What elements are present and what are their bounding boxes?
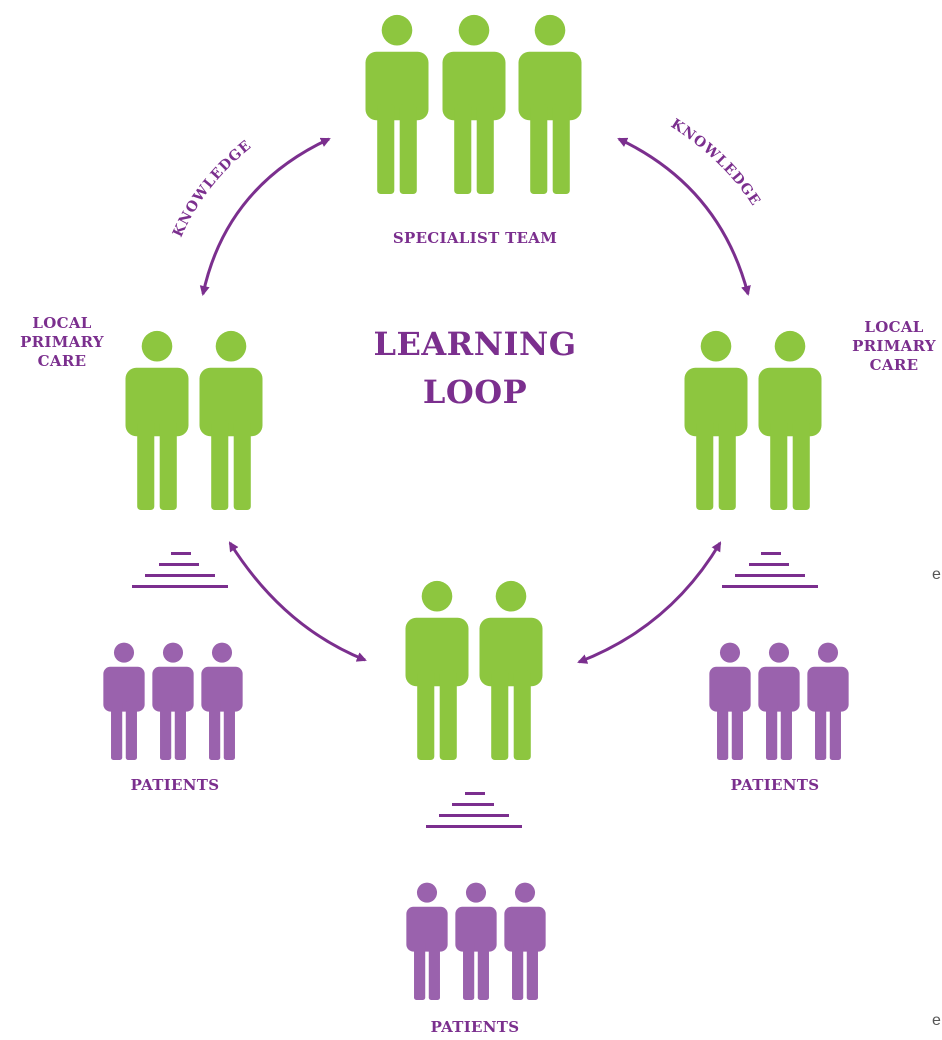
label-line: LOCAL	[32, 314, 92, 332]
patients-bottom-label: PATIENTS	[430, 1018, 520, 1036]
title-line: LEARNING	[373, 325, 577, 363]
local-primary-care-left-label: LOCAL PRIMARY CARE	[18, 314, 106, 370]
primary-care-person-icon	[758, 330, 822, 510]
patients-right-group	[709, 642, 849, 760]
local-primary-care-right-label: LOCAL PRIMARY CARE	[846, 318, 942, 374]
edge-text-fragment: e	[932, 566, 941, 583]
title-line: LOOP	[422, 373, 528, 411]
primary-care-person-icon	[125, 330, 189, 510]
patient-person-icon	[709, 642, 751, 760]
specialist-team-group	[365, 14, 582, 194]
edge-text-fragment: e	[932, 1012, 941, 1029]
patient-person-icon	[504, 882, 546, 1000]
arrow-bottom-left	[228, 541, 367, 662]
patients-right-label: PATIENTS	[730, 776, 820, 794]
knowledge-label-left: KNOWLEDGE	[170, 137, 255, 239]
steps-icon	[722, 552, 818, 588]
patient-person-icon	[152, 642, 194, 760]
patient-person-icon	[103, 642, 145, 760]
patient-person-icon	[455, 882, 497, 1000]
specialist-person-icon	[442, 14, 506, 194]
specialist-person-icon	[518, 14, 582, 194]
arrow-top-left	[199, 137, 331, 296]
patients-left-label: PATIENTS	[130, 776, 220, 794]
label-line: CARE	[37, 351, 87, 370]
primary-care-person-icon	[684, 330, 748, 510]
right-primary-care-group	[684, 330, 822, 510]
steps-icon	[132, 552, 228, 588]
learning-loop-title: LEARNING LOOP	[355, 320, 595, 416]
patient-person-icon	[807, 642, 849, 760]
primary-care-person-icon	[405, 580, 469, 760]
primary-care-person-icon	[479, 580, 543, 760]
patients-left-group	[103, 642, 243, 760]
label-line: PRIMARY	[852, 336, 936, 355]
bottom-primary-care-group	[405, 580, 543, 760]
arrow-top-right	[617, 137, 751, 296]
patients-bottom-group	[406, 882, 546, 1000]
label-line: CARE	[869, 355, 919, 374]
arrows	[199, 137, 751, 664]
steps-icon	[426, 792, 522, 828]
specialist-team-label: SPECIALIST TEAM	[392, 229, 558, 247]
label-line: LOCAL	[864, 318, 924, 336]
patient-person-icon	[201, 642, 243, 760]
label-line: PRIMARY	[20, 332, 104, 351]
patient-person-icon	[758, 642, 800, 760]
left-primary-care-group	[125, 330, 263, 510]
arrow-bottom-right	[577, 541, 722, 664]
knowledge-label-right: KNOWLEDGE	[668, 116, 764, 209]
primary-care-person-icon	[199, 330, 263, 510]
specialist-person-icon	[365, 14, 429, 194]
patient-person-icon	[406, 882, 448, 1000]
